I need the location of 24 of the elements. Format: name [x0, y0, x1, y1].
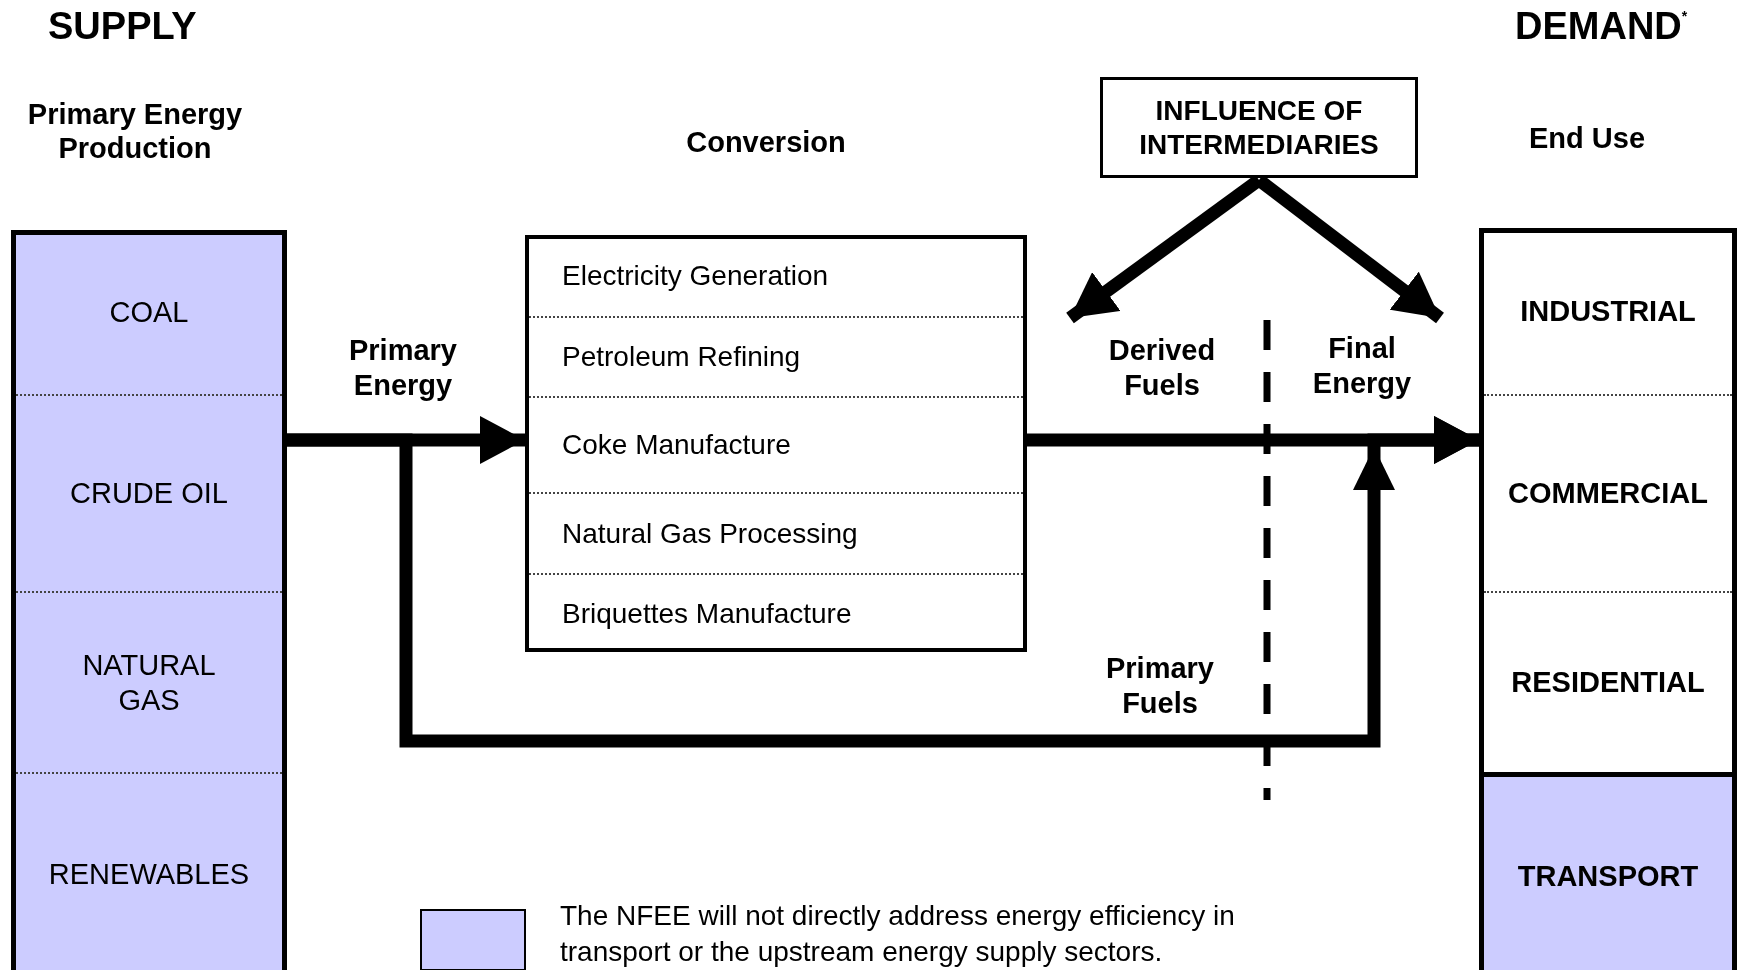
- legend-text: The NFEE will not directly address energy efficiency in transport or the upstream energy supply sectors.: [560, 899, 1236, 970]
- sector-cell: CRUDE OIL: [16, 394, 282, 591]
- flow-label: Derived Fuels: [1062, 318, 1262, 418]
- text-box: INFLUENCE OF INTERMEDIARIES: [1100, 77, 1418, 178]
- edge-label: Primary Fuels: [1105, 651, 1215, 721]
- section-heading: DEMAND$^{*}$: [1515, 6, 1688, 48]
- sector-cell: Coke Manufacture: [529, 396, 1023, 492]
- sector-cell: COAL: [16, 230, 282, 394]
- shaded-cell: TRANSPORT: [1484, 772, 1732, 970]
- sector-cell: Electricity Generation: [529, 235, 1023, 316]
- sector-cell: INDUSTRIAL: [1484, 228, 1732, 394]
- sector-cell: COMMERCIAL: [1484, 394, 1732, 591]
- sector-cell: Natural Gas Processing: [529, 492, 1023, 573]
- sector-cell: NATURAL GAS: [16, 591, 282, 772]
- column-heading: Conversion: [685, 124, 847, 160]
- arrow: [287, 416, 1479, 748]
- flow-label: Final Energy: [1274, 318, 1450, 414]
- sector-cell: Briquettes Manufacture: [529, 573, 1023, 652]
- column-heading: End Use: [1528, 120, 1646, 156]
- section-heading: SUPPLY: [48, 6, 197, 48]
- edge-label: Primary Energy: [348, 333, 458, 403]
- column-heading: Primary Energy Production: [26, 96, 244, 166]
- sector-cell: Petroleum Refining: [529, 316, 1023, 396]
- sector-cell: RENEWABLES: [16, 772, 282, 970]
